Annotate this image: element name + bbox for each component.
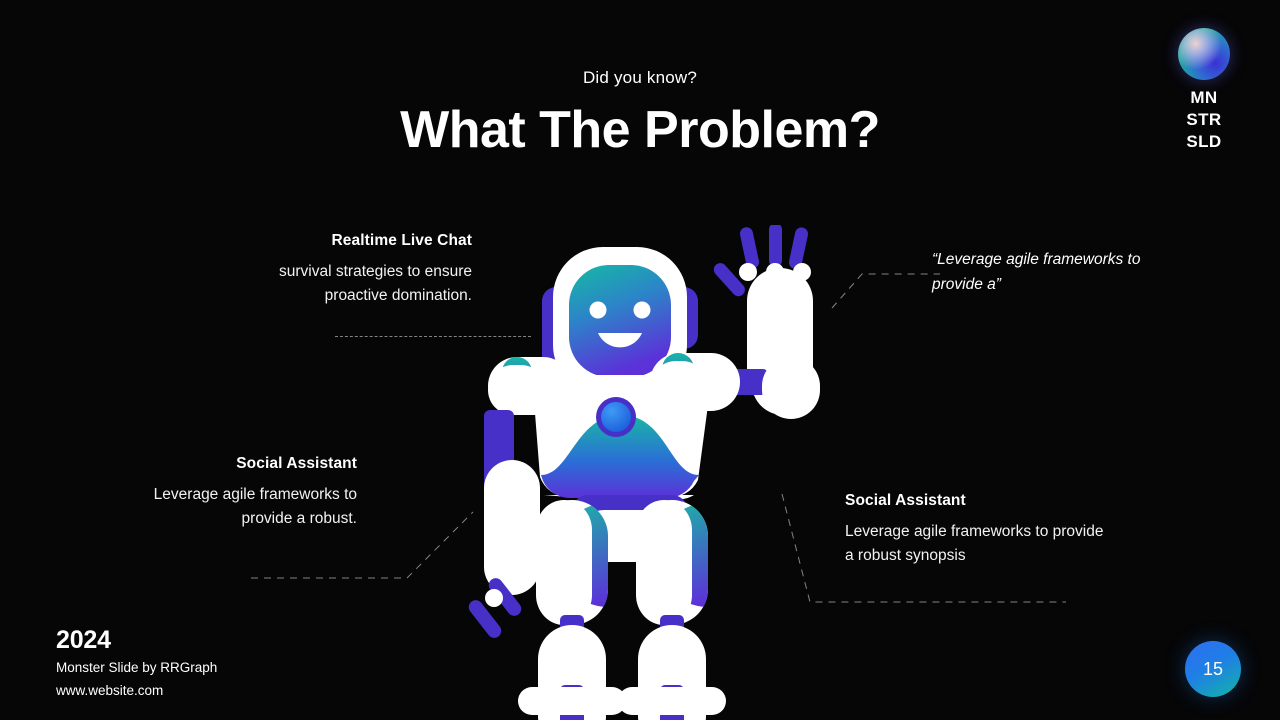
footer-website: www.website.com xyxy=(56,682,164,698)
robot-left-finger-tip xyxy=(485,589,503,607)
robot-core-button xyxy=(601,402,631,432)
slide-eyebrow: Did you know? xyxy=(582,68,698,87)
callout-title: Realtime Live Chat xyxy=(331,232,472,249)
footer-credit: Monster Slide by RRGraph xyxy=(56,660,218,675)
robot-foot-left xyxy=(518,687,626,715)
connector-line-quote xyxy=(831,273,940,309)
logo-line-1: MN xyxy=(1190,88,1218,107)
callout-body: survival strategies to ensure proactive … xyxy=(279,263,472,305)
slide-footer: 2024 Monster Slide by RRGraph www.websit… xyxy=(56,626,217,700)
robot-left-finger-2 xyxy=(468,600,502,638)
robot-left-forearm xyxy=(484,460,540,595)
logo-line-2: STR xyxy=(1186,109,1222,129)
logo-orb-icon xyxy=(1178,28,1230,80)
connector-line-realtime-live-chat xyxy=(335,336,531,337)
brand-logo: MN STR SLD xyxy=(1174,28,1234,152)
page-number-badge: 15 xyxy=(1185,641,1241,697)
callout-social-assistant-right: Social Assistant Leverage agile framewor… xyxy=(845,492,1105,568)
robot-face-screen xyxy=(569,265,671,377)
callout-title: Social Assistant xyxy=(236,455,357,472)
callout-realtime-live-chat: Realtime Live Chat survival strategies t… xyxy=(232,232,472,308)
slide-title: What The Problem? xyxy=(400,101,880,159)
callout-title: Social Assistant xyxy=(845,492,966,509)
callout-body: Leverage agile frameworks to provide a r… xyxy=(845,523,1104,565)
robot-eye-right xyxy=(633,301,651,319)
callout-quote: “Leverage agile frameworks to provide a” xyxy=(932,251,1141,294)
robot-left-finger-1 xyxy=(488,578,522,616)
footer-year: 2024 xyxy=(56,626,111,654)
callout-body: Leverage agile frameworks to provide a r… xyxy=(153,486,357,528)
robot-illustration xyxy=(440,225,860,720)
robot-eye-left xyxy=(589,301,607,319)
logo-line-3: SLD xyxy=(1186,131,1222,151)
robot-mouth xyxy=(598,333,642,348)
callout-social-assistant-left: Social Assistant Leverage agile framewor… xyxy=(137,455,357,531)
robot-torso-wave xyxy=(541,415,699,499)
connector-line-social-assistant-left xyxy=(251,511,474,579)
logo-wordmark: MN STR SLD xyxy=(1174,87,1234,152)
robot-foot-right xyxy=(618,687,726,715)
robot-hand-fingers xyxy=(713,225,811,297)
